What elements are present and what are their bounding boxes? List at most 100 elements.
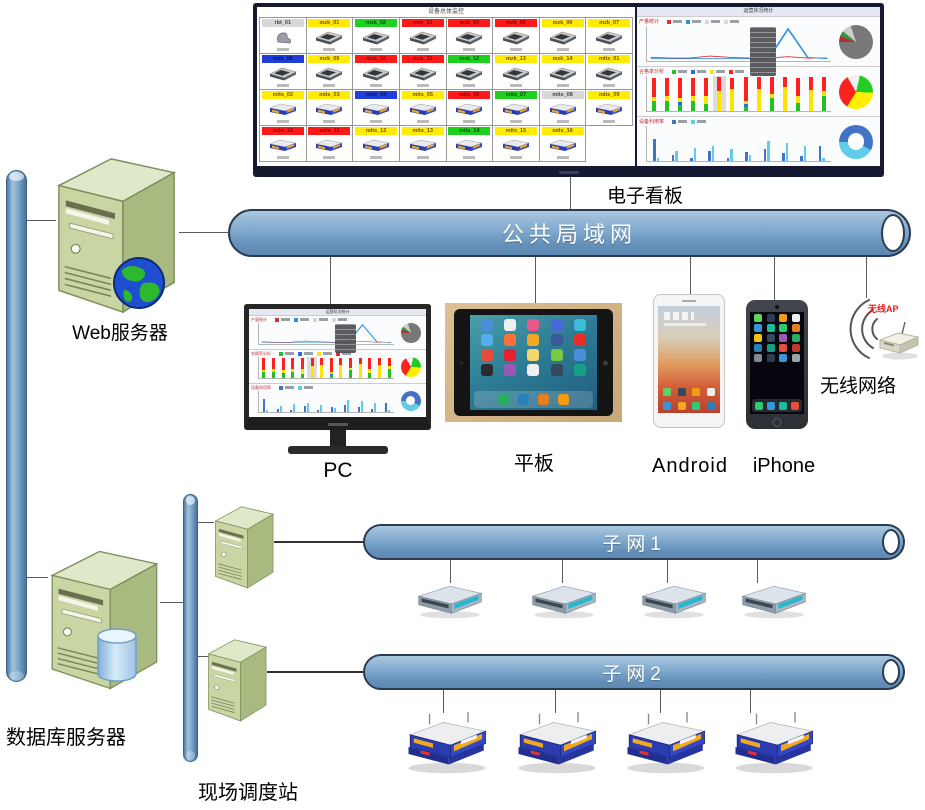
device-cell: mzk_02 — [353, 18, 400, 54]
device-cell: mzk_09 — [306, 54, 354, 90]
backbone-pipe — [6, 170, 27, 682]
connector-line — [179, 232, 228, 233]
pipe-end-cap — [882, 529, 900, 555]
app-dock — [474, 391, 593, 408]
pc-workstation: 运营状况统计 产量统计 合格率分析 — [244, 304, 431, 454]
pc-monitor: 运营状况统计 产量统计 合格率分析 — [244, 304, 431, 430]
device-cell: mits_13 — [399, 126, 447, 162]
chart-legend — [667, 19, 743, 24]
database-cylinder-icon — [95, 627, 139, 683]
chart-legend — [672, 119, 710, 124]
subnet2-pipe: 子网2 — [363, 654, 905, 690]
subnet2-label: 子网2 — [602, 663, 666, 685]
connector-line — [866, 257, 867, 298]
device-panel-title: 设备总体监控 — [427, 9, 464, 15]
chart-row-utilization: 设备利用率 — [637, 116, 880, 166]
device-grid: rbt_01 mzk_01 mzk_02 mzk_03 mzk_04 mzk_0… — [259, 17, 633, 162]
connector-line — [267, 671, 364, 673]
charts-panel-title: 运营状况统计 — [637, 7, 880, 16]
connector-line — [27, 577, 48, 578]
connector-line — [160, 602, 184, 603]
pie-chart — [834, 68, 878, 115]
chart-row-production: 产量统计 — [637, 16, 880, 77]
connector-line — [750, 690, 751, 713]
device-cell: mits_11 — [306, 126, 354, 162]
connector-line — [774, 257, 775, 300]
connector-line — [660, 690, 661, 713]
weather-widget — [664, 323, 706, 326]
connector-line — [690, 257, 691, 295]
connector-line — [197, 522, 214, 523]
connector-line — [757, 560, 758, 583]
connector-line — [667, 560, 668, 583]
device-cell: mits_05 — [399, 90, 447, 126]
wireless-ap-label: 无线AP — [868, 304, 899, 314]
connector-line — [555, 690, 556, 713]
connector-line — [450, 560, 451, 583]
pipe-end-cap — [881, 214, 905, 252]
iphone — [746, 300, 808, 429]
database-server-label: 数据库服务器 — [6, 727, 126, 749]
device-cell: mits_02 — [260, 90, 307, 126]
device-cell: mits_07 — [493, 90, 540, 126]
device-cell: mzk_06 — [539, 18, 587, 54]
machine-controller-3 — [638, 582, 710, 619]
machine-controller-1 — [414, 582, 486, 619]
device-cell: mzk_11 — [399, 54, 447, 90]
device-cell: rbt_01 — [260, 18, 307, 54]
tablet-device — [445, 303, 622, 422]
device-cell: mits_15 — [493, 126, 540, 162]
wireless-ap-router — [828, 296, 922, 368]
connector-line — [330, 257, 331, 305]
machine-controller-4 — [738, 582, 810, 619]
device-cell: mits_16 — [539, 126, 587, 162]
device-cell: mzk_10 — [353, 54, 400, 90]
device-cell: mzk_14 — [539, 54, 587, 90]
device-cell: mzk_05 — [493, 18, 540, 54]
dispatch-station-label: 现场调度站 — [198, 782, 298, 804]
device-cell: mits_08 — [539, 90, 587, 126]
pipe-end-cap — [882, 659, 900, 685]
device-cell: mzk_01 — [306, 18, 354, 54]
tablet-label: 平板 — [514, 453, 554, 475]
android-screen — [658, 306, 720, 413]
connector-line — [562, 560, 563, 583]
app-icon-grid — [750, 312, 804, 364]
tablet-screen — [470, 315, 597, 410]
device-cell: mzk_08 — [260, 54, 307, 90]
app-dock — [752, 399, 802, 412]
field-bus-pipe — [183, 494, 198, 762]
app-icon-grid — [470, 315, 597, 380]
camera-icon — [460, 361, 463, 364]
device-cell: mits_12 — [353, 126, 400, 162]
monitor-stand — [329, 430, 346, 446]
connector-line — [443, 690, 444, 713]
stats-panel: 运营状况统计 产量统计 合格率分析 — [637, 7, 880, 166]
device-cell: mzk_04 — [446, 18, 494, 54]
web-server-label: Web服务器 — [72, 323, 168, 344]
android-phone — [653, 294, 725, 428]
donut-chart — [834, 118, 878, 165]
dashboard-charts-panel: 运营状况统计 产量统计 合格率分析 — [637, 7, 880, 166]
device-cell: mits_14 — [446, 126, 494, 162]
app-icon-row — [663, 388, 715, 396]
device-cell: mzk_13 — [493, 54, 540, 90]
lan-pipe: 公共局域网 — [228, 209, 911, 257]
chart-label: 产量统计 — [639, 19, 660, 25]
device-cell: mits_06 — [446, 90, 494, 126]
connector-line — [570, 177, 571, 209]
kanban-monitor: 设备总体监控 rbt_01 mzk_01 mzk_02 mzk_03 mzk_0… — [253, 3, 884, 177]
connector-line — [535, 257, 536, 303]
agv-3 — [622, 712, 710, 775]
monitor-base — [287, 446, 388, 454]
grouped-bar-chart — [646, 126, 831, 162]
connector-line — [27, 220, 56, 221]
chart-label: 设备利用率 — [639, 119, 665, 125]
subnet1-label: 子网1 — [602, 533, 666, 555]
chart-legend — [672, 69, 748, 74]
app-dock — [663, 402, 715, 410]
device-cell: mits_01 — [586, 54, 633, 90]
chart-tooltip — [750, 27, 777, 77]
device-cell: mits_09 — [586, 90, 633, 126]
